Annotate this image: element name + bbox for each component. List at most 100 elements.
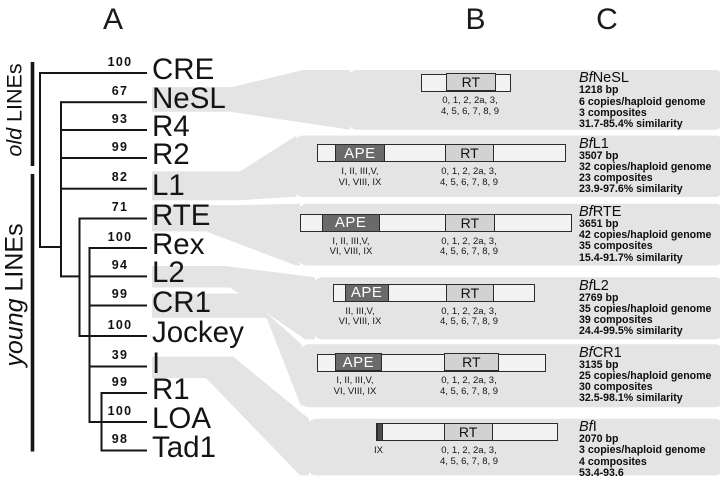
element-stat: 42 copies/haploid genome: [579, 229, 712, 242]
element-title-cr1: BfCR1: [579, 344, 711, 361]
element-stat: 1218 bp: [579, 84, 619, 97]
support-value-l1: 82: [111, 170, 129, 185]
element-stat: 30 composites: [579, 381, 653, 393]
element-stat: 15.4-91.7% similarity: [579, 251, 683, 264]
element-bar-l1: APE RT: [316, 144, 566, 163]
element-title-clade: L1: [592, 135, 609, 152]
element-stat: 23.9-97.6% similarity: [579, 183, 683, 196]
element-title-nesl: BfNeSL: [579, 70, 706, 87]
element-bar-l2: APE RT: [333, 283, 535, 303]
element-stat: 3507 bp: [579, 149, 619, 162]
ape-domain-l1: APE: [334, 144, 386, 162]
motif-text-l1-1: 0, 1, 2, 2a, 3, 4, 5, 6, 7, 8, 9: [439, 165, 499, 188]
rt-domain-l1: RT: [444, 144, 495, 162]
wedge-i: [152, 356, 309, 476]
branch-i: [89, 365, 147, 368]
taxon-label-r2: R2: [152, 138, 190, 171]
support-value-l2: 94: [111, 257, 129, 272]
callout-wedges: [152, 70, 720, 476]
element-title-rte: BfRTE: [579, 204, 711, 220]
branch-rex: [89, 247, 147, 249]
motif-text-rte-1: 0, 1, 2, 2a, 3, 4, 5, 6, 7, 8, 9: [439, 235, 499, 258]
branch-jockey: [79, 335, 147, 337]
branch-l1: [61, 187, 147, 190]
element-title-genus-prefix: Bf: [579, 344, 593, 361]
element-title-l1: BfL1: [579, 135, 711, 152]
dark-domain-i: [377, 422, 384, 441]
motif-text-i-0: IX: [374, 444, 383, 456]
support-value-tad1: 98: [111, 432, 129, 446]
element-stat: 3 copies/haploid genome: [579, 444, 706, 457]
taxon-label-r4: R4: [152, 110, 190, 143]
rt-domain-l2: RT: [445, 283, 495, 302]
branch-rte: [79, 217, 147, 220]
taxon-label-i: I: [152, 346, 161, 380]
motif-text-i-1: 0, 1, 2, 2a, 3, 4, 5, 6, 7, 8, 9: [439, 444, 499, 467]
branch-loa: [89, 421, 147, 423]
element-title-clade: NeSL: [592, 70, 629, 87]
branch-l2: [89, 275, 147, 278]
branch-nesl: [61, 101, 147, 104]
element-title-clade: L2: [592, 277, 609, 294]
support-value-nesl: 67: [111, 83, 129, 98]
element-stat: 35 copies/haploid genome: [579, 302, 712, 315]
motif-text-rte-0: I, II, III,V, VI, VIII, IX: [329, 235, 373, 258]
element-stat: 24.4-99.5% similarity: [579, 325, 683, 338]
element-stat: 23 composites: [579, 172, 653, 185]
branch-r4: [61, 129, 147, 131]
panel-label-b: B: [465, 3, 486, 36]
element-title-genus-prefix: Bf: [579, 135, 593, 152]
element-stat: 53.4-93.6: [579, 466, 624, 478]
element-stat: 3651 bp: [579, 218, 619, 230]
support-value-loa: 100: [107, 403, 133, 418]
taxon-label-rex: Rex: [152, 228, 205, 261]
ape-domain-rte: APE: [321, 213, 380, 232]
branch-cre: [40, 72, 147, 74]
element-title-clade: RTE: [592, 204, 622, 220]
group-label-italic: old: [2, 127, 26, 157]
ape-domain-l2: APE: [344, 283, 389, 302]
element-stat: 3 composites: [579, 106, 647, 119]
element-stat: 32.5-98.1% similarity: [579, 392, 683, 405]
element-stat: 3135 bp: [579, 358, 619, 371]
motif-text-cr1-1: 0, 1, 2, 2a, 3, 4, 5, 6, 7, 8, 9: [439, 375, 499, 397]
element-stat: 4 composites: [579, 455, 647, 468]
taxon-label-loa: LOA: [152, 402, 212, 435]
support-value-cre: 100: [107, 54, 133, 69]
panel-label-c: C: [596, 3, 618, 36]
support-value-rte: 71: [111, 200, 129, 214]
taxon-label-rte: RTE: [152, 198, 211, 232]
element-stat: 2769 bp: [579, 291, 619, 304]
wedge-rte: [152, 203, 300, 266]
wedge-l2: [152, 266, 315, 340]
taxon-label-r1: R1: [152, 373, 190, 406]
element-stat: 6 copies/haploid genome: [579, 95, 706, 108]
element-title-i: BfI: [579, 420, 706, 435]
element-bar-nesl: RT: [421, 73, 511, 92]
rt-domain-i: RT: [443, 422, 493, 441]
element-title-genus-prefix: Bf: [579, 70, 593, 87]
ape-domain-cr1: APE: [334, 353, 383, 372]
support-value-r2: 99: [111, 139, 129, 154]
tree-connector-0: [40, 246, 61, 248]
rt-domain-nesl: RT: [445, 73, 497, 92]
element-bar-i: RT: [376, 422, 558, 442]
motif-text-cr1-0: I, II, III,V, VI, VIII, IX: [333, 375, 377, 397]
element-stat: 32 copies/haploid genome: [579, 161, 712, 173]
support-value-rex: 100: [107, 229, 133, 244]
group-label-rest: LINEs: [0, 223, 28, 299]
element-stat: 35 composites: [579, 240, 653, 253]
support-value-jockey: 100: [107, 317, 133, 332]
taxon-label-nesl: NeSL: [152, 82, 226, 116]
wedge-l1: [152, 135, 297, 201]
bracket-young-lines: [30, 174, 35, 452]
support-value-cr1: 99: [111, 287, 129, 301]
element-stat: 39 composites: [579, 313, 653, 326]
